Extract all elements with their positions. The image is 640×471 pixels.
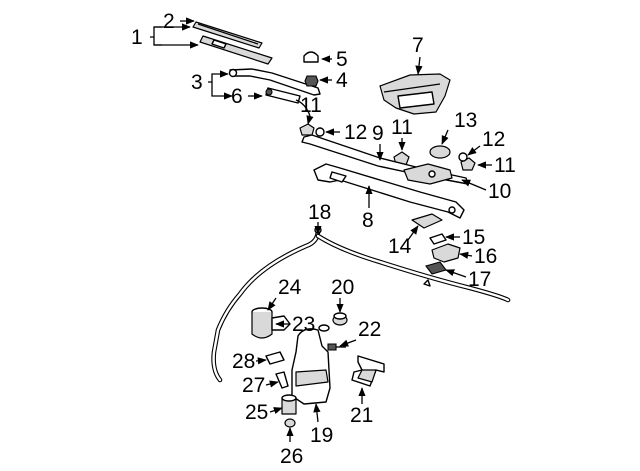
callout-12-right: 12 xyxy=(482,128,505,151)
filler-neck-part xyxy=(251,307,291,339)
wiper-arm-blade-assembly-part xyxy=(199,35,273,65)
callout-17: 17 xyxy=(468,268,491,291)
motor-cover-part xyxy=(379,73,451,115)
callout-16: 16 xyxy=(474,245,497,268)
callout-4: 4 xyxy=(336,69,348,92)
callout-6: 6 xyxy=(231,85,243,108)
callout-23: 23 xyxy=(292,313,315,336)
callout-21: 21 xyxy=(350,404,373,427)
callout-9: 9 xyxy=(372,122,384,145)
nut-part xyxy=(304,75,319,87)
bolt-part xyxy=(327,343,346,351)
callout-15: 15 xyxy=(462,226,485,249)
hose-elbow-part xyxy=(275,371,289,389)
callout-11-right: 11 xyxy=(494,154,516,177)
callout-11-upper-left: 11 xyxy=(300,94,322,117)
callout-8: 8 xyxy=(362,209,374,232)
callout-12-left: 12 xyxy=(344,121,367,144)
wiper-arm-part xyxy=(228,68,321,96)
callout-25: 25 xyxy=(245,401,268,424)
reservoir-bracket-part xyxy=(351,355,385,387)
washer-hose-part xyxy=(211,226,511,383)
arm-cap-part xyxy=(265,87,311,117)
callout-24: 24 xyxy=(278,276,302,299)
callout-13: 13 xyxy=(454,109,477,132)
callout-3: 3 xyxy=(191,71,203,94)
wiper-frame-part xyxy=(313,163,465,219)
callout-22: 22 xyxy=(358,318,381,341)
nut-cap-part xyxy=(303,51,319,63)
callout-18: 18 xyxy=(308,201,331,224)
grommet-part-a xyxy=(299,123,315,136)
shield-part xyxy=(411,213,443,229)
grommet-large-part xyxy=(429,145,451,159)
pump-clip-part xyxy=(429,233,447,245)
washer-reservoir-part xyxy=(291,324,331,405)
callout-2: 2 xyxy=(163,10,175,33)
clip-part-b xyxy=(458,152,468,162)
callout-1: 1 xyxy=(131,26,143,49)
washer-pump-part xyxy=(431,243,461,263)
callout-5: 5 xyxy=(336,48,348,71)
clip-part-a xyxy=(315,127,325,137)
callout-26: 26 xyxy=(280,445,303,468)
level-sensor-connector-part xyxy=(265,351,285,365)
callout-28: 28 xyxy=(232,350,255,373)
wiper-blade-part xyxy=(192,21,263,49)
washer-motor-part xyxy=(281,394,297,415)
callout-10: 10 xyxy=(488,180,511,203)
pump-seal-part xyxy=(425,261,447,275)
callout-27: 27 xyxy=(242,374,265,397)
callout-numbers: 1 2 3 4 5 6 7 8 9 10 11 11 11 12 12 13 1… xyxy=(131,10,516,468)
callout-leaders xyxy=(150,17,492,442)
callout-20: 20 xyxy=(331,276,354,299)
motor-grommet-part xyxy=(284,418,296,428)
callout-19: 19 xyxy=(310,424,333,447)
callout-14: 14 xyxy=(388,235,412,258)
reservoir-cap-part xyxy=(332,312,348,326)
callout-11-middle: 11 xyxy=(391,116,413,139)
wiper-linkage-part xyxy=(301,134,469,185)
callout-7: 7 xyxy=(412,34,424,57)
